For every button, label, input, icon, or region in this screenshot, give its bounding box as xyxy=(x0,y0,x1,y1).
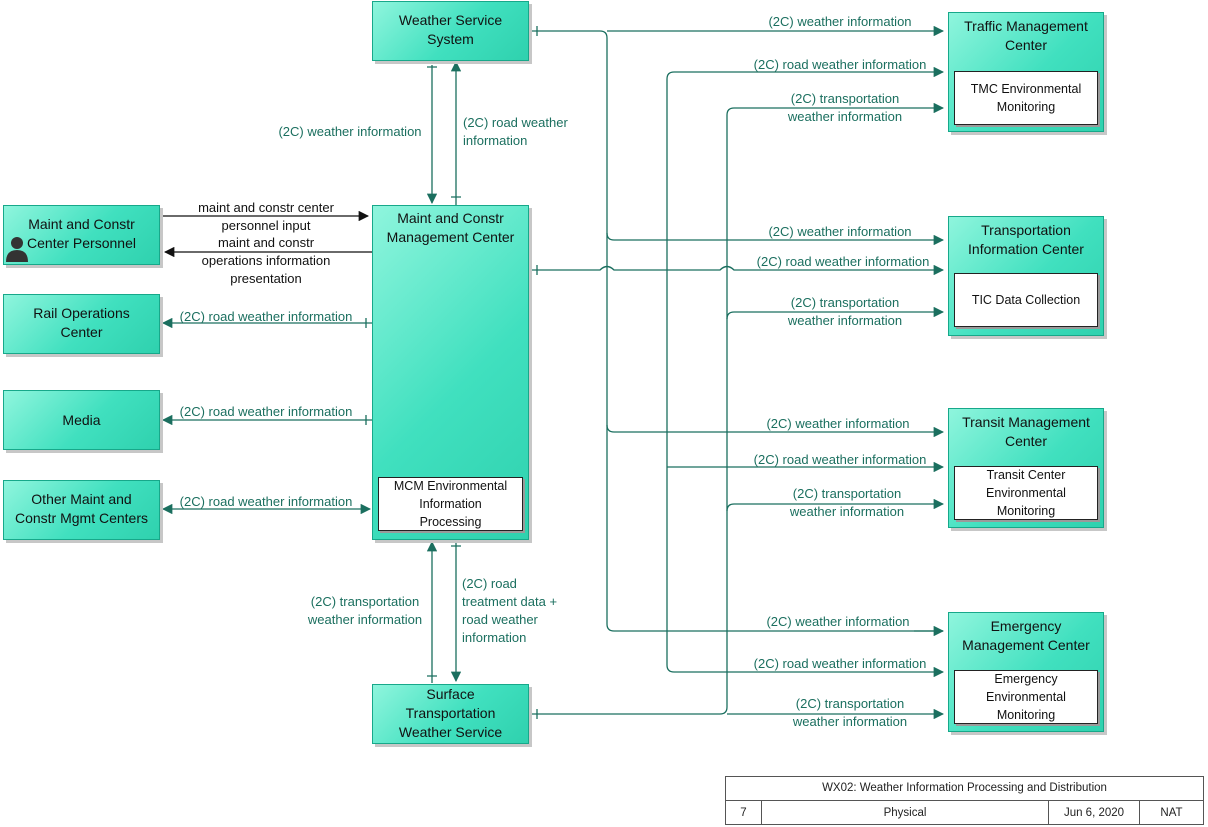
flow-label: (2C) weather information xyxy=(768,224,912,239)
flow-stws-bus xyxy=(530,102,945,715)
flow-wss-bus xyxy=(530,30,943,632)
node-media[interactable]: Media xyxy=(3,390,160,450)
mcm-environmental-information-processing[interactable]: MCM Environmental Information Processing xyxy=(378,477,523,531)
flow-label: (2C) transportation weather information xyxy=(792,696,908,729)
flow-label: (2C) road treatment data + road weather … xyxy=(462,576,558,645)
emergency-environmental-monitoring[interactable]: Emergency Environmental Monitoring xyxy=(954,670,1098,724)
flow-label: (2C) road weather information xyxy=(753,452,927,467)
node-label: Maint and Constr Center Personnel xyxy=(27,216,136,251)
node-label: Traffic Management Center xyxy=(964,18,1088,53)
tic-data-collection[interactable]: TIC Data Collection xyxy=(954,273,1098,327)
flow-label: (2C) weather information xyxy=(766,416,910,431)
node-other-maint-constr-mgmt-centers[interactable]: Other Maint and Constr Mgmt Centers xyxy=(3,480,160,540)
flow-label: (2C) road weather information xyxy=(179,309,353,324)
node-label: Media xyxy=(62,411,101,428)
flow-label: (2C) road weather information xyxy=(753,57,927,72)
tmc-environmental-monitoring[interactable]: TMC Environmental Monitoring xyxy=(954,71,1098,125)
node-label: Emergency Management Center xyxy=(962,618,1090,653)
flow-label: (2C) weather information xyxy=(278,124,422,139)
flow-label: (2C) transportation weather information xyxy=(787,295,903,328)
diagram-author: NAT xyxy=(1160,807,1183,819)
node-surface-transportation-weather-service[interactable]: Surface Transportation Weather Service xyxy=(372,684,529,744)
flow-label: maint and constr operations information … xyxy=(201,235,331,286)
flow-label: (2C) road weather information xyxy=(179,494,353,509)
node-maint-constr-center-personnel[interactable]: Maint and Constr Center Personnel xyxy=(3,205,160,265)
transit-center-environmental-monitoring[interactable]: Transit Center Environmental Monitoring xyxy=(954,466,1098,520)
person-icon xyxy=(6,237,28,262)
diagram-title: WX02: Weather Information Processing and… xyxy=(726,777,1203,801)
flow-label: (2C) weather information xyxy=(766,614,910,629)
flow-label: (2C) transportation weather information xyxy=(307,594,423,627)
node-label: Transit Management Center xyxy=(962,414,1090,449)
diagram-number: 7 xyxy=(726,801,762,825)
node-label: Other Maint and Constr Mgmt Centers xyxy=(14,491,149,526)
flow-label: (2C) transportation weather information xyxy=(787,91,903,124)
flow-label: (2C) road weather information xyxy=(179,404,353,419)
flow-label: (2C) weather information xyxy=(768,14,912,29)
node-rail-operations-center[interactable]: Rail Operations Center xyxy=(3,294,160,354)
flow-label: (2C) road weather information xyxy=(463,115,568,148)
flow-label: (2C) road weather information xyxy=(753,656,927,671)
node-label: Maint and Constr Management Center xyxy=(386,210,515,245)
node-label: Weather Service System xyxy=(398,12,503,47)
node-label: Surface Transportation Weather Service xyxy=(398,686,503,740)
node-weather-service-system[interactable]: Weather Service System xyxy=(372,1,529,61)
node-label: Rail Operations Center xyxy=(33,305,130,340)
diagram-view: Physical xyxy=(762,801,1049,825)
node-label: Transportation Information Center xyxy=(968,222,1084,257)
diagram-date: Jun 6, 2020 xyxy=(1049,801,1140,825)
flow-label: maint and constr center personnel input xyxy=(198,200,334,233)
flow-mcm-bus xyxy=(530,265,660,271)
flow-label: (2C) transportation weather information xyxy=(789,486,905,519)
flow-label: (2C) road weather information xyxy=(756,254,930,269)
title-block: WX02: Weather Information Processing and… xyxy=(725,776,1204,825)
